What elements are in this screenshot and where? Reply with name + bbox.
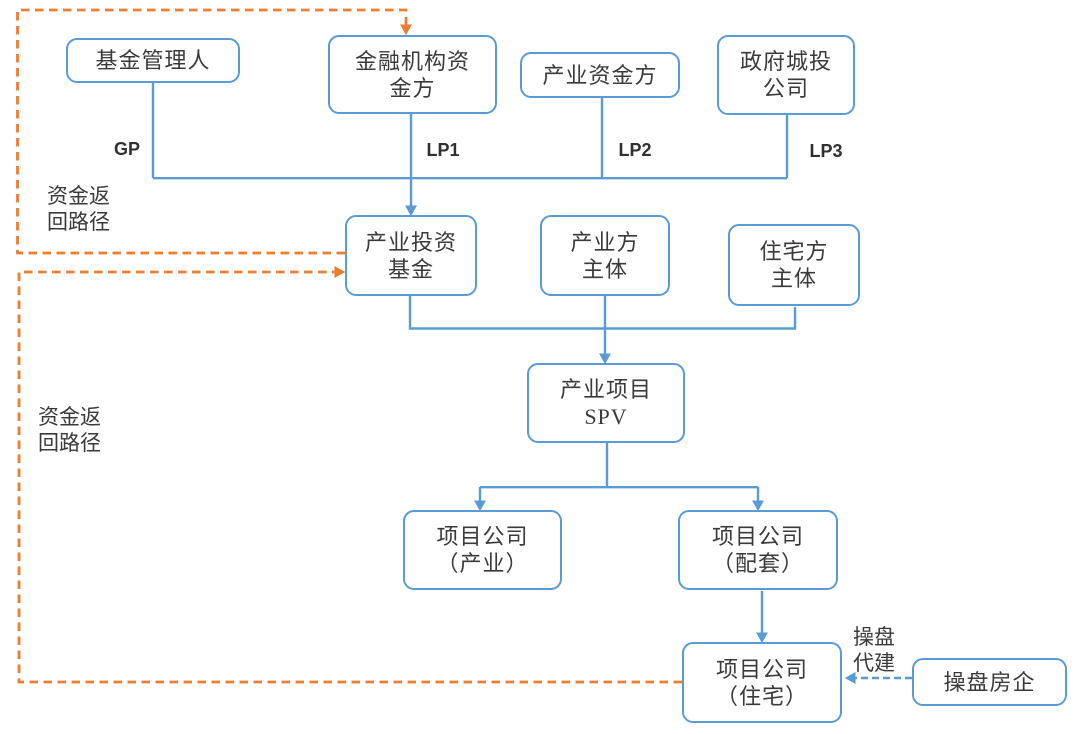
node-label: 操盘房企 [943, 669, 1036, 695]
label-gp: GP [113, 139, 140, 159]
label-lp1: LP1 [426, 140, 460, 160]
node-industry-investor: 产业资金方 [520, 52, 680, 98]
label-return-path-lower: 资金返 回路径 [38, 405, 101, 455]
edge-fund-and-residential-bus [408, 296, 797, 330]
return-path-fund-to-lp1 [16, 8, 412, 255]
node-financial-investor: 金融机构资 金方 [328, 35, 497, 114]
node-residential-entity: 住宅方 主体 [728, 224, 860, 306]
node-label: 住宅方 主体 [759, 239, 829, 291]
node-label: 金融机构资 金方 [354, 48, 470, 101]
node-label: 产业项目 SPV [559, 377, 652, 429]
label-return-path-upper: 资金返 回路径 [47, 184, 110, 234]
node-label: 基金管理人 [95, 48, 211, 73]
node-label: 产业投资 基金 [364, 229, 457, 282]
node-project-company-industry: 项目公司 （产业） [403, 510, 562, 590]
node-project-company-supporting: 项目公司 （配套） [678, 510, 838, 590]
label-lp3: LP3 [809, 141, 843, 161]
node-industry-fund: 产业投资 基金 [345, 215, 477, 296]
node-fund-manager: 基金管理人 [66, 38, 240, 83]
node-industry-entity: 产业方 主体 [540, 215, 670, 296]
node-label: 项目公司 （住宅） [715, 656, 808, 709]
node-label: 产业资金方 [542, 62, 658, 88]
return-path-residential-to-fund [17, 266, 682, 684]
node-operator-developer: 操盘房企 [912, 658, 1067, 706]
node-label: 项目公司 （配套） [711, 524, 804, 576]
node-label: 项目公司 （产业） [436, 524, 529, 576]
node-project-company-residential: 项目公司 （住宅） [682, 642, 842, 723]
label-lp2: LP2 [618, 140, 652, 160]
node-spv: 产业项目 SPV [527, 363, 685, 443]
node-gov-investor: 政府城投 公司 [717, 35, 855, 115]
node-label: 政府城投 公司 [739, 49, 832, 101]
label-operate-build: 操盘 代建 [853, 625, 895, 675]
node-label: 产业方 主体 [570, 229, 640, 282]
